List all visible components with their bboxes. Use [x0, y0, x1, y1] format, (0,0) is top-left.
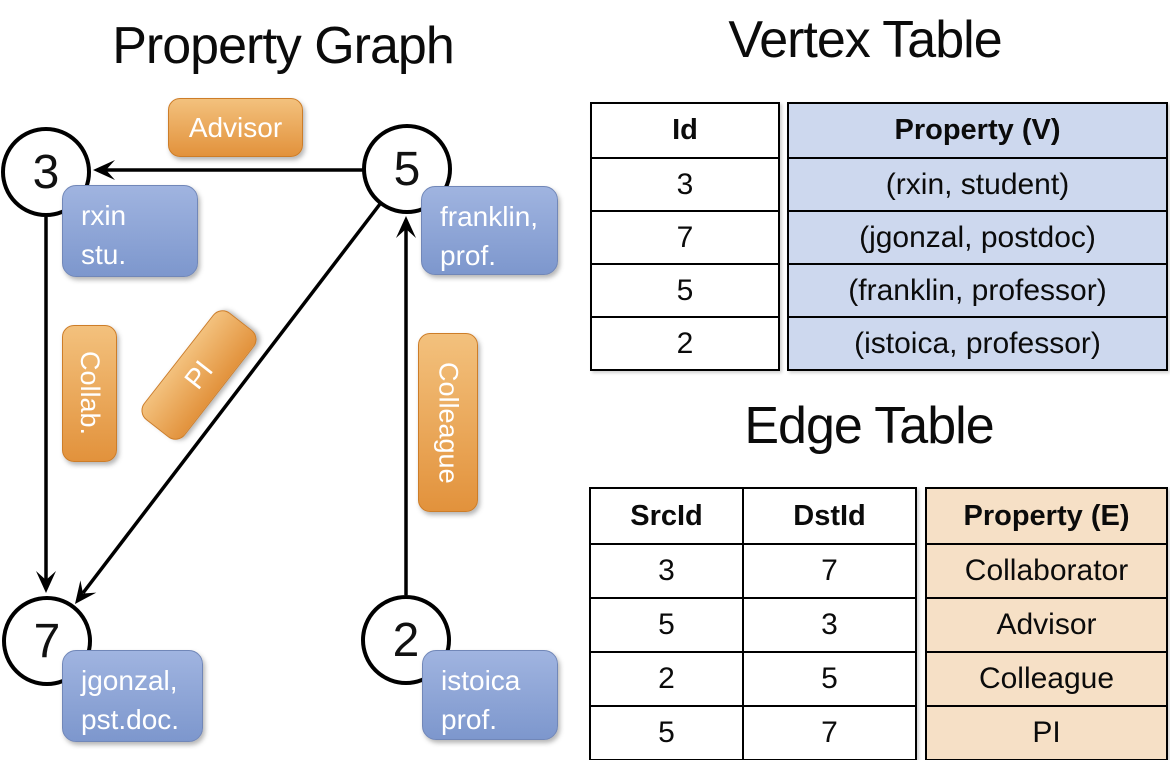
- edge-property-cell: Colleague: [978, 662, 1115, 695]
- edge-table-dst-header: DstId: [742, 489, 915, 543]
- vertex-property-cell: (istoica, professor): [854, 326, 1101, 360]
- table-row: (rxin, student): [789, 157, 1166, 210]
- edge-table-src-header: SrcId: [630, 499, 703, 532]
- edge-label-text: Advisor: [188, 111, 283, 143]
- table-row: PI: [927, 705, 1166, 759]
- table-row: (istoica, professor): [789, 316, 1166, 369]
- table-row: Colleague: [927, 651, 1166, 705]
- vertex-table-property-header: Property (V): [894, 114, 1061, 146]
- vertex-table-id-header: Id: [672, 114, 698, 146]
- edge-property-cell: PI: [1032, 716, 1061, 749]
- edge-label-advisor: Advisor: [168, 98, 303, 157]
- edge-src-cell: 3: [658, 554, 675, 587]
- edge-src-cell: 2: [658, 662, 675, 695]
- property-graph-title: Property Graph: [112, 17, 455, 75]
- table-row: 3: [592, 157, 778, 210]
- edge-dst-cell: 3: [742, 599, 915, 651]
- table-row: 2: [592, 316, 778, 369]
- edge-label-text: Colleague: [433, 361, 464, 484]
- edge-table-property-header: Property (E): [963, 499, 1130, 532]
- table-row: Collaborator: [927, 543, 1166, 597]
- table-row: 5 3: [591, 597, 915, 651]
- vertex-id: 5: [393, 142, 421, 196]
- table-row: 5 7: [591, 705, 915, 759]
- label-line: stu.: [81, 239, 127, 271]
- vertex-id: 7: [33, 614, 61, 668]
- vertex-table-title: Vertex Table: [728, 11, 1002, 69]
- edge-label-text: PI: [178, 354, 219, 395]
- vertex-id-cell: 3: [676, 167, 694, 201]
- table-row: 5: [592, 263, 778, 316]
- vertex-id-cell: 2: [676, 326, 694, 360]
- table-row: 3 7: [591, 543, 915, 597]
- label-line: istoica: [441, 665, 521, 696]
- vertex-circle-3: 3: [1, 127, 91, 217]
- vertex-id: 3: [32, 145, 60, 199]
- label-line: jgonzal,: [81, 665, 178, 696]
- edge-label-collab: Collab.: [62, 325, 117, 462]
- edge-2-to-5-colleague: [396, 216, 416, 595]
- edge-src-cell: 5: [658, 716, 675, 749]
- vertex-property-label-rxin: rxin stu.: [62, 185, 198, 277]
- edge-table-title: Edge Table: [744, 397, 994, 455]
- vertex-id-cell: 5: [676, 273, 694, 307]
- vertex-id: 2: [392, 613, 420, 667]
- table-row: Advisor: [927, 597, 1166, 651]
- table-row: (franklin, professor): [789, 263, 1166, 316]
- label-line: prof.: [440, 240, 497, 272]
- label-line: franklin,: [440, 201, 539, 232]
- edge-label-text: Collab.: [75, 351, 105, 436]
- vertex-property-cell: (rxin, student): [885, 167, 1070, 201]
- table-row: (jgonzal, postdoc): [789, 210, 1166, 263]
- label-line: pst.doc.: [81, 704, 180, 736]
- vertex-table-property-column: Property (V) (rxin, student) (jgonzal, p…: [787, 102, 1168, 371]
- vertex-property-cell: (franklin, professor): [848, 273, 1107, 307]
- table-row: 7: [592, 210, 778, 263]
- vertex-property-label-jgonzal: jgonzal, pst.doc.: [62, 650, 203, 742]
- edge-table-property-column: Property (E) Collaborator Advisor Collea…: [925, 487, 1168, 760]
- edge-dst-cell: 5: [742, 653, 915, 705]
- edge-property-cell: Advisor: [996, 608, 1097, 641]
- vertex-table-id-column: Id 3 7 5 2: [590, 102, 780, 371]
- edge-table-id-columns: SrcId DstId 3 7 5 3 2 5 5 7: [589, 487, 917, 760]
- vertex-circle-5: 5: [362, 124, 452, 214]
- edge-dst-cell: 7: [742, 545, 915, 597]
- label-line: prof.: [441, 704, 498, 736]
- edge-5-to-3-advisor: [93, 160, 363, 180]
- edge-dst-cell: 7: [742, 707, 915, 759]
- label-line: rxin: [81, 200, 127, 231]
- vertex-property-label-istoica: istoica prof.: [422, 650, 558, 740]
- edge-property-cell: Collaborator: [964, 554, 1129, 587]
- edge-3-to-7-collab: [36, 217, 56, 593]
- edge-label-pi: PI: [136, 305, 262, 445]
- edge-label-colleague: Colleague: [418, 333, 478, 512]
- table-row: 2 5: [591, 651, 915, 705]
- vertex-property-cell: (jgonzal, postdoc): [859, 220, 1096, 254]
- vertex-id-cell: 7: [676, 220, 694, 254]
- vertex-property-label-franklin: franklin, prof.: [421, 186, 558, 275]
- edge-src-cell: 5: [658, 608, 675, 641]
